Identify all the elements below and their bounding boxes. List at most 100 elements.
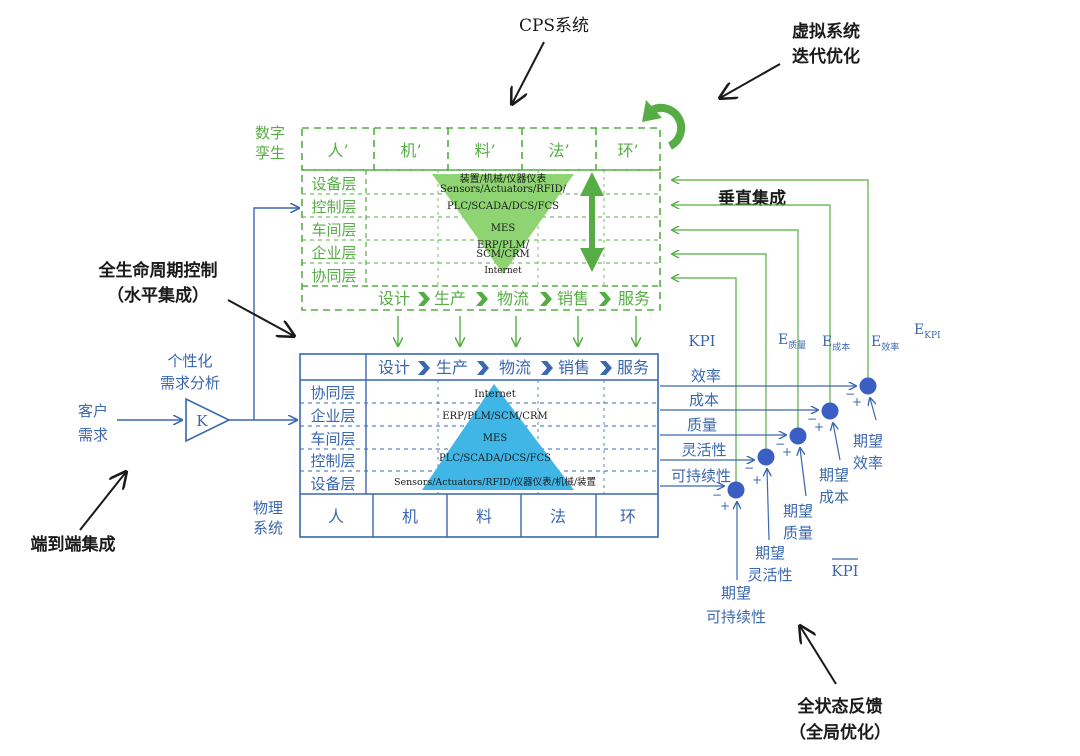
expected-cost-1: 期望: [819, 466, 849, 484]
physical-flow-chevron-icon: [541, 361, 553, 375]
twin-flow-production: 生产: [434, 289, 466, 308]
end-to-end-arrow: [79, 472, 126, 531]
kpi-quality: 质量: [687, 416, 717, 434]
expected-cost-2: 成本: [819, 488, 849, 506]
twin-pyramid-text-erp: ERP/PLM/: [477, 240, 530, 251]
twin-layer-device: 设备层: [311, 175, 356, 193]
error-kpi-label: EKPI: [914, 322, 941, 341]
twin-pyramid-text-scm: SCM/CRM: [476, 249, 530, 260]
virtual-iteration-arrow: [720, 63, 781, 98]
lifecycle-arrow: [227, 299, 294, 336]
twin-flow-chevron-icon: [540, 292, 552, 306]
vertical-integration-label: 垂直集成: [718, 188, 786, 209]
kpi-cost: 成本: [689, 391, 719, 409]
twin-layer-control: 控制层: [311, 198, 356, 216]
digital-twin-label-2: 孪生: [255, 144, 285, 162]
twin-inverted-pyramid: [432, 174, 574, 274]
virtual-iteration-label-1: 虚拟系统: [792, 21, 860, 42]
gain-block: [185, 397, 231, 443]
twin-layer-enterprise: 企业层: [311, 244, 356, 262]
physical-flow-sales: 销售: [558, 358, 590, 377]
expected-quality-1: 期望: [783, 502, 813, 520]
physical-element-method: 法: [550, 507, 566, 526]
twin-pyramid-text-sensors: Sensors/Actuators/RFID/: [440, 184, 567, 195]
physical-pyramid-text-sensors: Sensors/Actuators/RFID/仪器仪表/机械/装置: [394, 476, 596, 488]
customer-demand-label-2: 需求: [78, 426, 108, 444]
error-quality-label: E质量: [778, 332, 806, 351]
physical-flow-chevron-icon: [600, 361, 612, 375]
twin-flow-service: 服务: [618, 289, 650, 308]
expected-sustainability-2: 可持续性: [706, 608, 766, 626]
sign-plus: +: [752, 473, 762, 487]
kpi-section: KPI 效率 成本 质量 灵活性 可持续性 E质量 E成本 E效率 EKPI −…: [660, 322, 941, 626]
twin-pyramid-text-devices: 装置/机械/仪器仪表: [460, 172, 547, 185]
kpi-title: KPI: [688, 332, 715, 350]
physical-flow-chevron-icon: [477, 361, 489, 375]
physical-flow-service: 服务: [617, 358, 649, 377]
physical-element-material: 料: [476, 507, 492, 526]
twin-element-environment: 环’: [617, 141, 638, 160]
lifecycle-control-label: 全生命周期控制: [98, 260, 218, 281]
sign-minus: −: [845, 387, 855, 401]
kpi-efficiency: 效率: [691, 367, 721, 385]
sign-minus: −: [775, 437, 785, 451]
sum-junction-cost: [821, 402, 839, 420]
twin-flow-design: 设计: [378, 289, 410, 308]
horizontal-integration-label: （水平集成）: [107, 285, 209, 306]
gain-to-twin-arrow: [253, 208, 299, 420]
physical-layer-device: 设备层: [310, 475, 355, 493]
digital-twin-system: 数字 孪生 人’ 机’ 料’ 法’ 环’ 设备层 控制层 车间层 企业层 协同层…: [255, 124, 661, 311]
physical-element-environment: 环: [620, 507, 636, 526]
twin-flow-chevron-icon: [476, 292, 488, 306]
virtual-iteration-label-2: 迭代优化: [792, 46, 860, 67]
error-efficiency-label: E效率: [871, 334, 899, 353]
physical-pyramid: [422, 384, 574, 490]
physical-pyramid-text-erp: ERP/PLM/SCM/CRM: [442, 411, 547, 422]
digital-twin-label-1: 数字: [255, 124, 285, 142]
twin-to-physical-arrows: [398, 316, 636, 346]
expected-efficiency-1: 期望: [853, 432, 883, 450]
full-state-arrow: [800, 626, 837, 685]
sign-minus: −: [807, 412, 817, 426]
input-chain: 客户 需求 个性化 需求分析 K: [78, 208, 299, 444]
global-optimization-label: （全局优化）: [789, 722, 891, 743]
physical-layer-workshop: 车间层: [310, 430, 355, 448]
gain-k-label: K: [196, 412, 208, 430]
physical-layer-control: 控制层: [310, 452, 355, 470]
end-to-end-label: 端到端集成: [31, 534, 116, 555]
twin-element-method: 法’: [548, 141, 569, 160]
physical-system-label-1: 物理: [253, 499, 283, 517]
physical-pyramid-text-internet: Internet: [474, 389, 515, 400]
physical-flow-chevron-icon: [418, 361, 430, 375]
expected-sustainability-1: 期望: [721, 584, 751, 602]
twin-layer-collaboration: 协同层: [311, 267, 356, 285]
cps-system-label: CPS系统: [519, 16, 589, 36]
demand-analysis-label-1: 个性化: [167, 352, 212, 370]
iteration-rotate-head-icon: [642, 100, 662, 122]
digital-twin-elements-row: [301, 127, 661, 171]
twin-flow-sales: 销售: [557, 289, 589, 308]
full-state-feedback-label: 全状态反馈: [797, 696, 883, 717]
physical-element-machine: 机: [402, 507, 418, 526]
physical-element-person: 人: [328, 507, 344, 526]
twin-element-material: 料’: [474, 141, 495, 160]
twin-pyramid-text-internet: Internet: [484, 266, 522, 276]
physical-layer-collaboration: 协同层: [310, 384, 355, 402]
kpi-sustainability: 可持续性: [671, 467, 731, 485]
kpi-flexibility: 灵活性: [681, 441, 726, 459]
customer-demand-label-1: 客户: [78, 402, 108, 420]
physical-flow-production: 生产: [436, 358, 468, 377]
sum-junction-flexibility: [757, 448, 775, 466]
expected-efficiency-2: 效率: [853, 454, 883, 472]
physical-flow-row: 设计 生产 物流 销售 服务: [378, 358, 649, 377]
sign-plus: +: [720, 499, 730, 513]
demand-analysis-label-2: 需求分析: [160, 374, 220, 392]
physical-pyramid-text-plc: PLC/SCADA/DCS/FCS: [439, 453, 551, 464]
sign-minus: −: [712, 488, 722, 502]
sign-minus: −: [744, 461, 754, 475]
twin-flow-row: 设计 生产 物流 销售 服务: [378, 289, 650, 308]
physical-layer-enterprise: 企业层: [310, 407, 355, 425]
expected-quality-2: 质量: [783, 524, 813, 542]
iteration-rotate-icon: [650, 103, 686, 150]
